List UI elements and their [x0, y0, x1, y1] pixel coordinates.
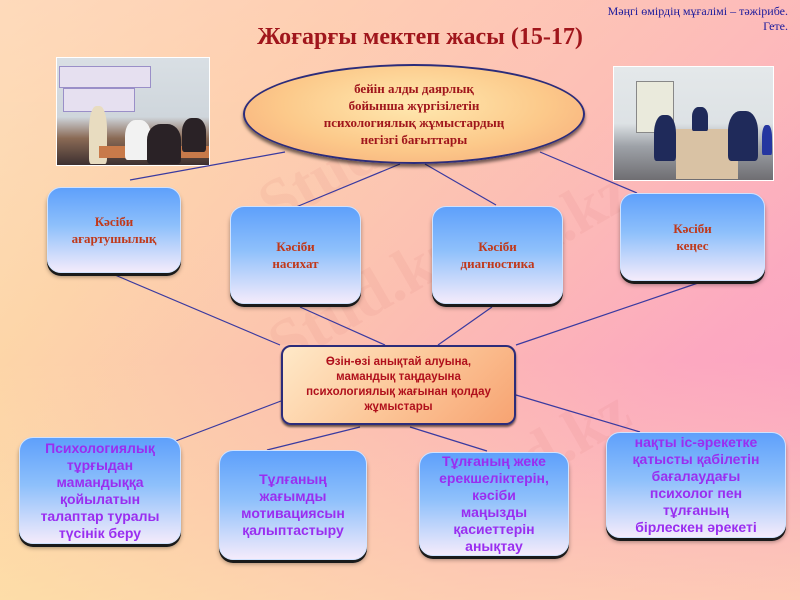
student-figure: [125, 120, 151, 160]
connector-line: [437, 306, 493, 346]
connector-line: [424, 163, 497, 206]
connector-line: [129, 151, 286, 181]
slide-title: Жоғарғы мектеп жасы (15-17): [257, 24, 583, 50]
direction-box-consulting: Кәсіби кеңес: [620, 193, 765, 281]
direction-label: Кәсіби кеңес: [673, 221, 712, 253]
outcome-label: Тұлғаның жағымды мотивациясын қалыптасты…: [241, 471, 345, 538]
outcome-box-requirements: Психологиялық тұрғыдан мамандыққа қойыла…: [19, 437, 181, 544]
outcome-box-traits: Тұлғаның жеке ерекшеліктерін, кәсіби маң…: [419, 452, 569, 556]
connector-line: [409, 426, 488, 452]
student-figure: [147, 124, 181, 164]
root-node-ellipse: бейін алды даярлық бойынша жүргізілетін …: [243, 64, 585, 164]
connector-line: [515, 394, 641, 433]
direction-box-diagnostics: Кәсіби диагностика: [432, 206, 563, 304]
chair: [762, 125, 772, 155]
connector-line: [266, 426, 361, 451]
outcome-label: Тұлғаның жеке ерекшеліктерін, кәсіби маң…: [439, 453, 549, 554]
direction-box-education: Кәсіби ағартушылық: [47, 187, 181, 273]
meeting-table: [676, 129, 738, 179]
direction-box-promotion: Кәсіби насихат: [230, 206, 361, 304]
connector-line: [114, 274, 281, 346]
quote-text: Мәңгі өмірдің мұғалімі – тәжірибе.: [607, 4, 788, 18]
epigraph-quote: Мәңгі өмірдің мұғалімі – тәжірибе. Гете.: [608, 4, 788, 34]
connector-line: [539, 151, 638, 194]
outcome-box-assessment: нақты іс-әрекетке қатысты қабілетін баға…: [606, 432, 786, 538]
wall-poster: [59, 66, 151, 88]
central-node-text: Өзін-өзі анықтай алуына, мамандық таңдау…: [306, 356, 491, 413]
connector-line: [295, 163, 401, 208]
participant-figure: [692, 107, 708, 131]
student-figure: [182, 118, 206, 152]
central-node-box: Өзін-өзі анықтай алуына, мамандық таңдау…: [281, 345, 516, 425]
outcome-box-motivation: Тұлғаның жағымды мотивациясын қалыптасты…: [219, 450, 367, 560]
participant-figure: [654, 115, 676, 161]
connector-line: [299, 306, 386, 346]
classroom-photo: [56, 57, 210, 166]
meeting-photo: [613, 66, 774, 181]
outcome-label: нақты іс-әрекетке қатысты қабілетін баға…: [632, 434, 760, 535]
direction-label: Кәсіби диагностика: [460, 239, 535, 271]
root-node-text: бейін алды даярлық бойынша жүргізілетін …: [323, 81, 505, 147]
participant-figure: [728, 111, 758, 161]
direction-label: Кәсіби насихат: [272, 239, 319, 271]
direction-label: Кәсіби ағартушылық: [71, 214, 157, 246]
connector-line: [515, 282, 699, 346]
quote-author: Гете.: [763, 19, 788, 33]
outcome-label: Психологиялық тұрғыдан мамандыққа қойыла…: [40, 439, 160, 541]
